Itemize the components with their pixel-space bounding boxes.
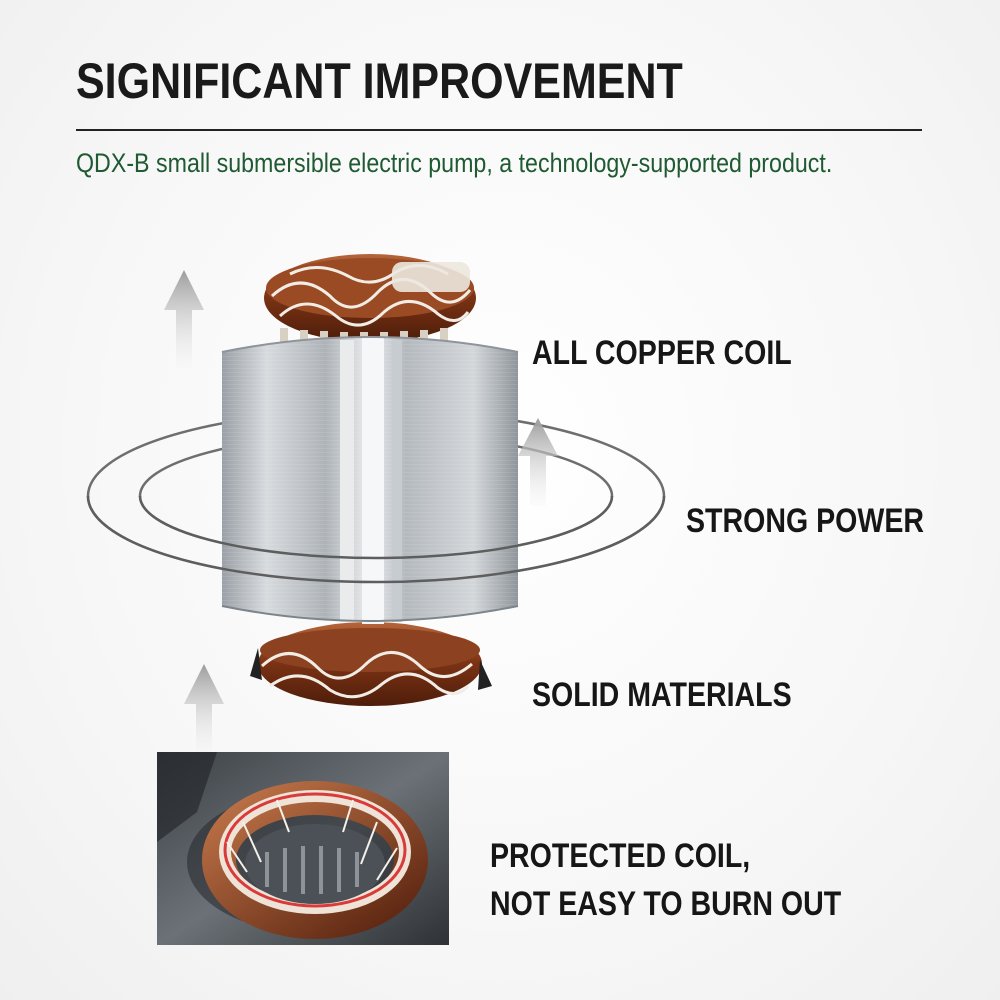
up-arrow-icon: [184, 664, 224, 752]
title-divider: [76, 129, 922, 131]
feature-all-copper-coil: ALL COPPER COIL: [532, 334, 792, 372]
steel-core: [221, 336, 519, 624]
up-arrow-icon: [164, 270, 204, 368]
feature-protected-coil: PROTECTED COIL, NOT EASY TO BURN OUT: [490, 832, 841, 928]
bottom-winding: [250, 622, 492, 706]
page-subtitle: QDX-B small submersible electric pump, a…: [76, 148, 833, 178]
feature-protected-line2: NOT EASY TO BURN OUT: [490, 885, 842, 923]
coil-closeup-photo: [157, 752, 449, 945]
up-arrow-icon: [518, 418, 558, 506]
feature-solid-materials: SOLID MATERIALS: [532, 676, 792, 714]
page-title: SIGNIFICANT IMPROVEMENT: [76, 53, 683, 109]
feature-strong-power: STRONG POWER: [686, 502, 925, 540]
feature-protected-line1: PROTECTED COIL,: [490, 837, 751, 875]
